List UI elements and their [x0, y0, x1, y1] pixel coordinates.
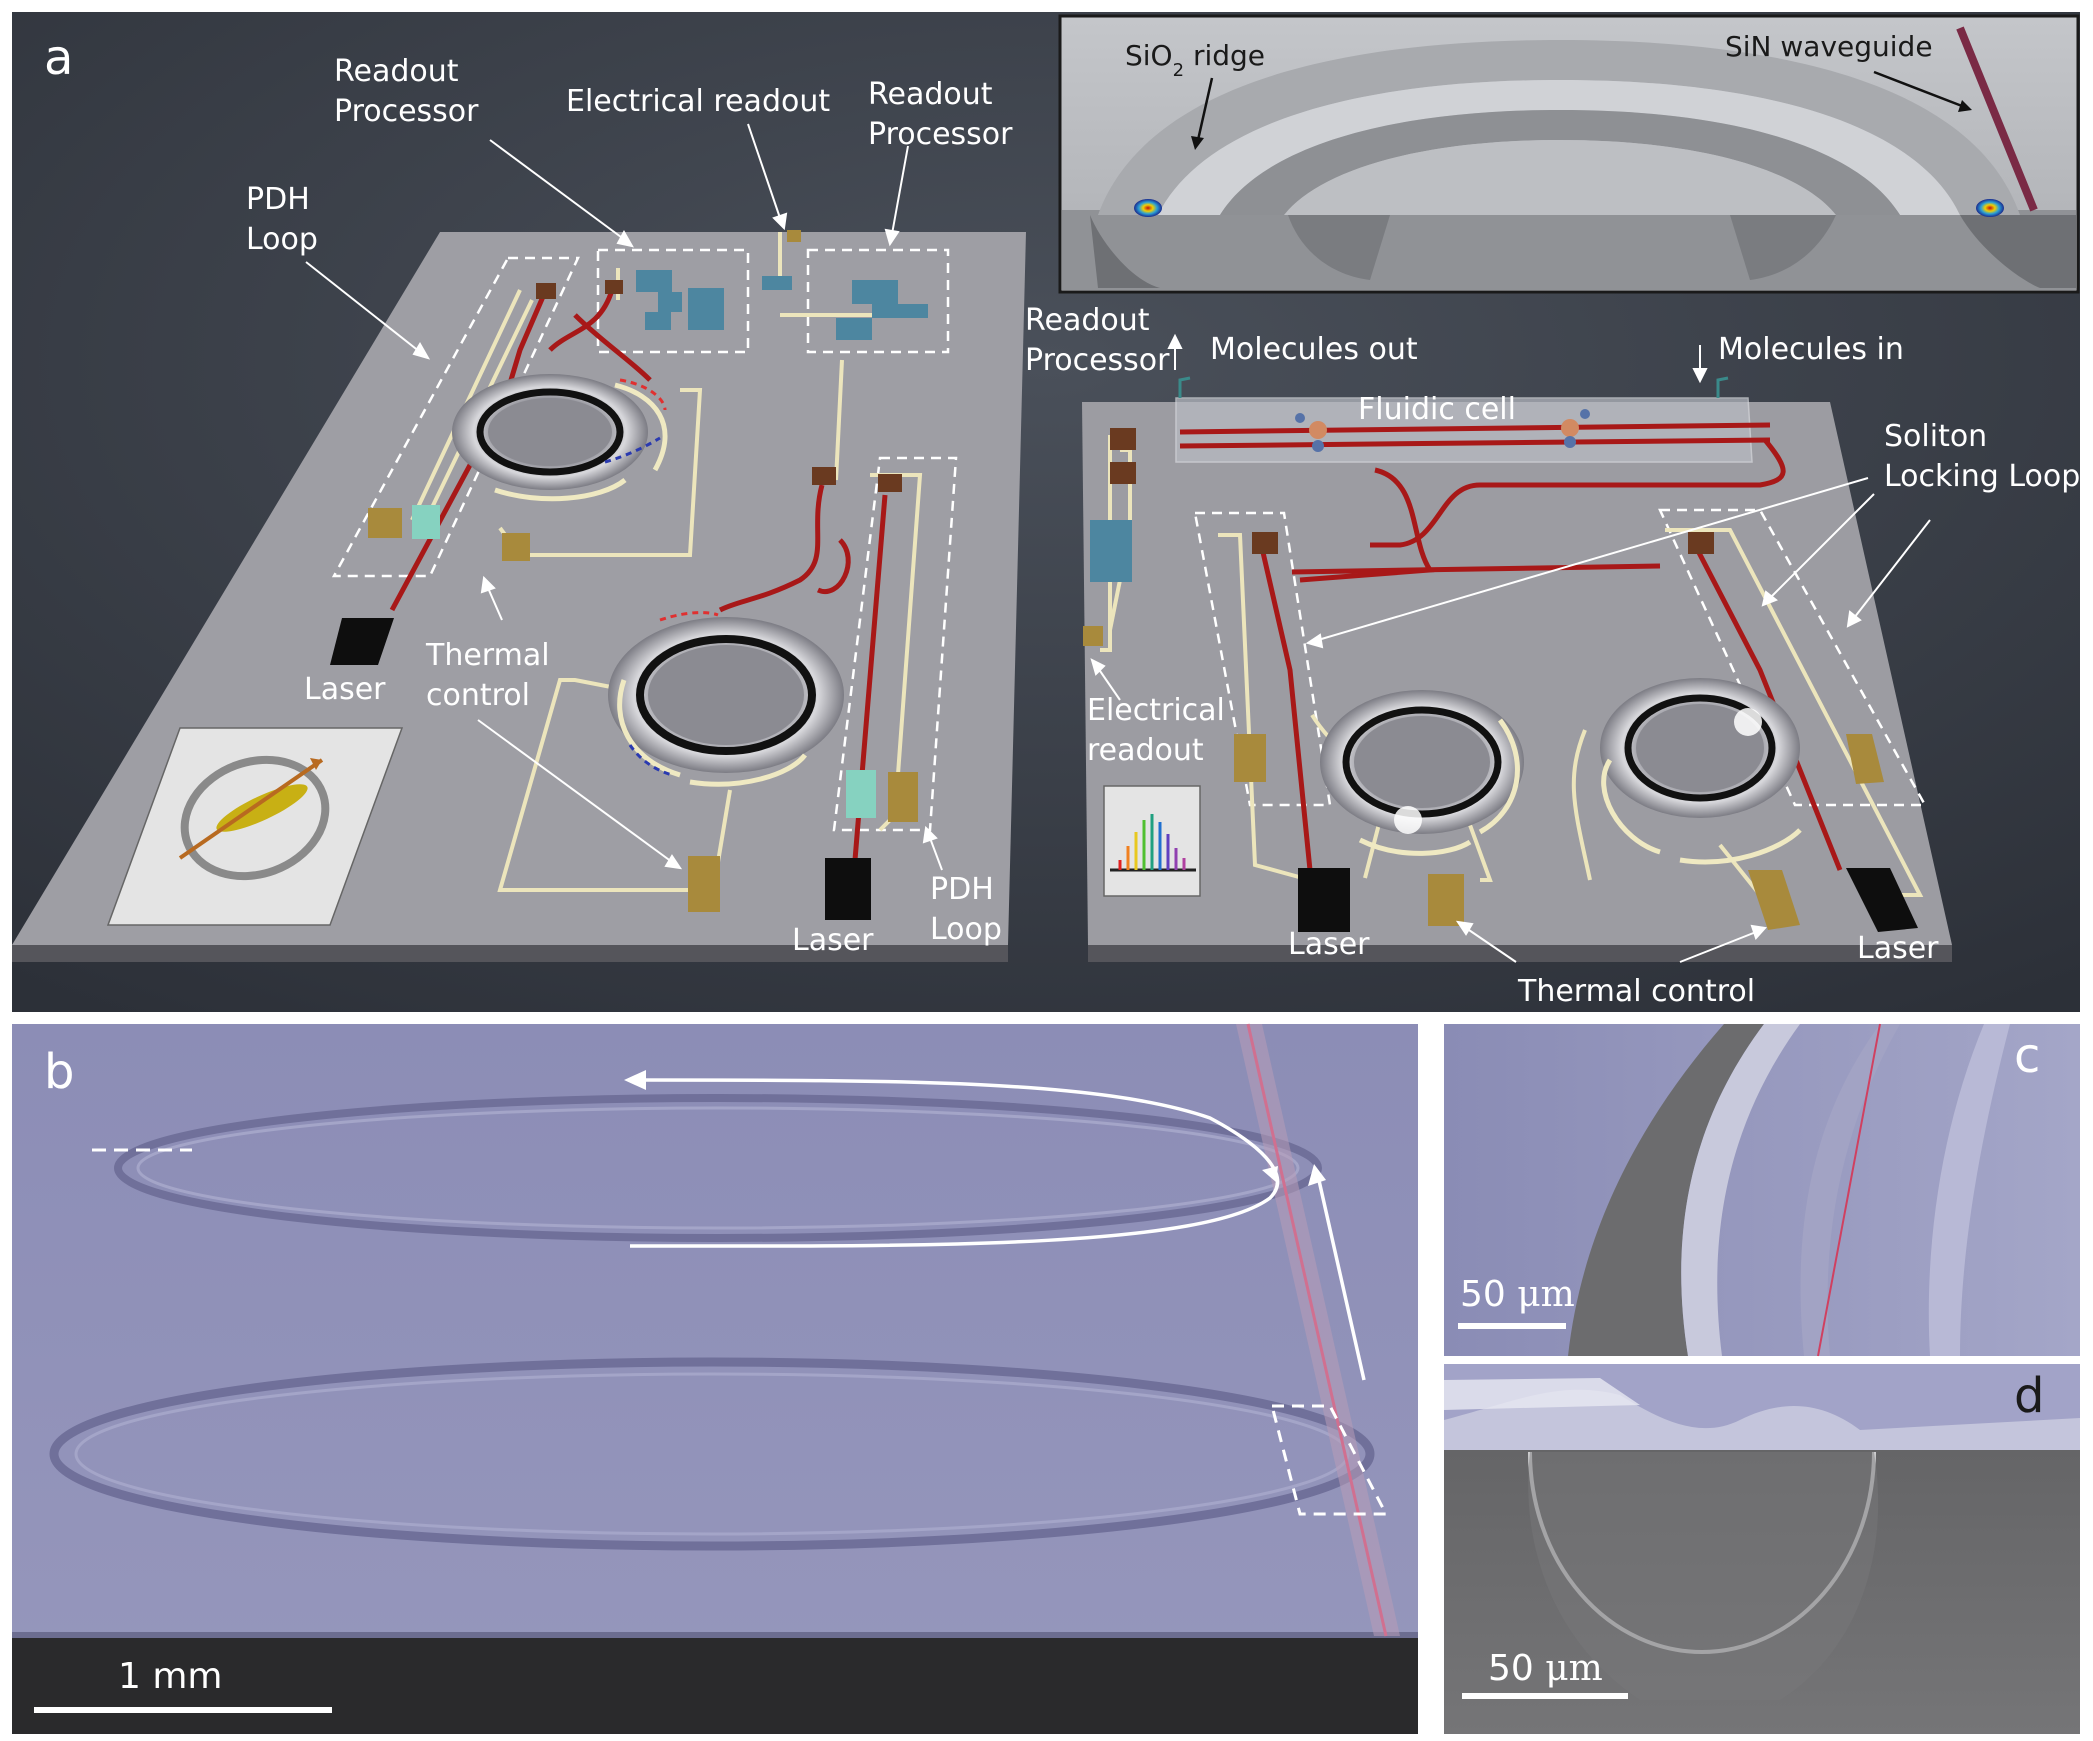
panel-b: 1 mm b [12, 1024, 1418, 1734]
label-molecules-in: Molecules in [1718, 332, 1904, 367]
label-thermal-control-2: control [426, 678, 530, 713]
label-laser-right-board-left: Laser [1288, 927, 1370, 962]
label-readout-processor-right-board-2: Processor [1025, 343, 1170, 378]
label-thermal-control-right: Thermal control [1517, 974, 1755, 1009]
label-pdh-loop-bottom-2: Loop [930, 912, 1002, 947]
panel-letter-a: a [44, 30, 73, 86]
right-chip-board [1082, 378, 1952, 962]
label-molecules-out: Molecules out [1210, 332, 1418, 367]
label-sin-waveguide: SiN waveguide [1725, 30, 1933, 63]
panel-a: a PDH Loop Readout Processor Electrical … [12, 12, 2080, 1012]
label-electrical-readout-left: Electrical readout [566, 84, 830, 119]
label-readout-processor-left-2: Processor [334, 94, 479, 129]
panel-c: 50 μm c [1444, 1024, 2080, 1356]
label-laser-right-board-right: Laser [1857, 931, 1939, 966]
panel-letter-b: b [44, 1044, 74, 1100]
scale-label-d: 50 μm [1488, 1648, 1603, 1689]
label-readout-processor-left-1: Readout [334, 54, 459, 89]
panel-letter-c: c [2014, 1028, 2040, 1084]
panel-letter-d: d [2014, 1368, 2044, 1424]
label-electrical-readout-right-1: Electrical [1087, 693, 1225, 728]
scale-label-c: 50 μm [1460, 1274, 1575, 1315]
label-soliton-locking-1: Soliton [1884, 419, 1987, 454]
label-laser-bottom: Laser [792, 923, 874, 958]
label-pdh-loop-bottom-1: PDH [930, 872, 994, 907]
scale-label-b: 1 mm [118, 1656, 222, 1697]
label-laser-left-board: Laser [304, 672, 386, 707]
label-thermal-control-1: Thermal [425, 638, 550, 673]
label-pdh-loop-top-1: PDH [246, 182, 310, 217]
label-fluidic-cell: Fluidic cell [1358, 392, 1516, 427]
label-readout-processor-right-board-1: Readout [1025, 303, 1150, 338]
label-soliton-locking-2: Locking Loop [1884, 459, 2080, 494]
label-readout-processor-right-2: Processor [868, 117, 1013, 152]
label-pdh-loop-top-2: Loop [246, 222, 318, 257]
label-electrical-readout-right-2: readout [1087, 733, 1204, 768]
label-readout-processor-right-1: Readout [868, 77, 993, 112]
panel-d: 50 μm d [1444, 1364, 2080, 1734]
